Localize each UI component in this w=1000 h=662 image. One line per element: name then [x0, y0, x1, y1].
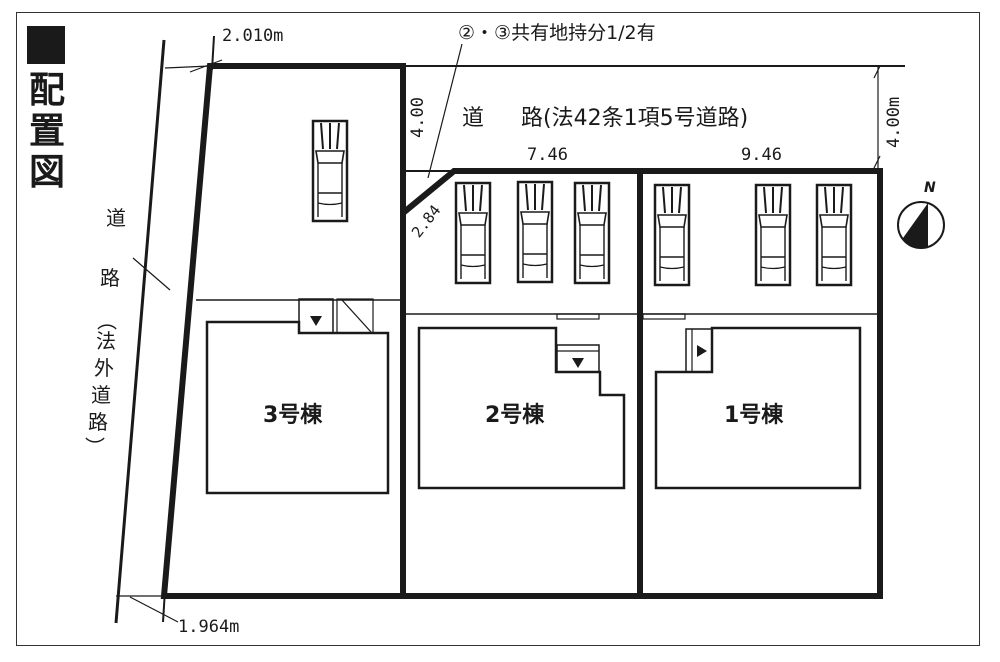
drawing-frame	[16, 12, 980, 646]
building-1-label: 1号棟	[724, 403, 784, 428]
dimension-top-left-frontage: 2.010m	[222, 26, 284, 46]
entry-arrow-icon	[310, 316, 322, 326]
title-char-2: 置	[28, 111, 65, 152]
shared-land-leader	[427, 43, 463, 179]
title-block: 配 置 図	[27, 26, 67, 193]
dimension-lot2-frontage: 7.46	[527, 145, 568, 165]
building-1-entry	[685, 328, 713, 373]
left-road-label-char: 道	[106, 206, 126, 230]
building-2-entry	[556, 344, 600, 373]
left-road-label-char: 路	[88, 410, 108, 434]
north-compass-icon	[897, 201, 945, 249]
top-road-label-2: 路(法42条1項5号道路)	[521, 106, 749, 131]
car-icon-lot1-a	[653, 183, 691, 287]
car-icon-lot3	[311, 119, 349, 223]
title-char-1: 配	[28, 70, 65, 111]
left-road-label-char: 外	[94, 356, 114, 380]
car-icon-lot2-b	[516, 180, 554, 284]
lot-3-boundary	[160, 63, 406, 599]
dimension-top-road-width-left: 4.00	[408, 97, 428, 138]
entry-arrow-icon	[697, 345, 707, 357]
title-marker-square	[27, 26, 65, 64]
left-road-label-char: 道	[91, 383, 111, 407]
car-icon-lot1-c	[815, 183, 853, 287]
building-3-entry	[298, 298, 334, 334]
compass-north-label: N	[924, 180, 936, 196]
car-icon-lot1-b	[754, 183, 792, 287]
car-icon-lot2-a	[454, 181, 492, 285]
top-road-label-1: 道	[462, 106, 485, 131]
dimension-lot1-frontage: 9.46	[741, 145, 782, 165]
left-road-edge-line	[114, 39, 166, 624]
entry-arrow-icon	[572, 358, 584, 368]
lot-1-boundary	[640, 168, 883, 599]
left-road-label-char: 法	[96, 329, 116, 353]
car-icon-lot2-c	[573, 181, 611, 285]
title-char-3: 図	[28, 152, 65, 193]
dimension-top-road-width-right: 4.00m	[884, 96, 904, 148]
building-2-label: 2号棟	[485, 403, 545, 428]
left-road-label-char: ）	[82, 436, 107, 457]
building-3-label: 3号棟	[263, 403, 323, 428]
building-2-outline	[417, 326, 626, 490]
dimension-bottom-left-frontage: 1.964m	[178, 617, 240, 637]
shared-land-note: ②・③共有地持分1/2有	[458, 22, 656, 44]
left-road-label-char: 路	[100, 266, 120, 290]
